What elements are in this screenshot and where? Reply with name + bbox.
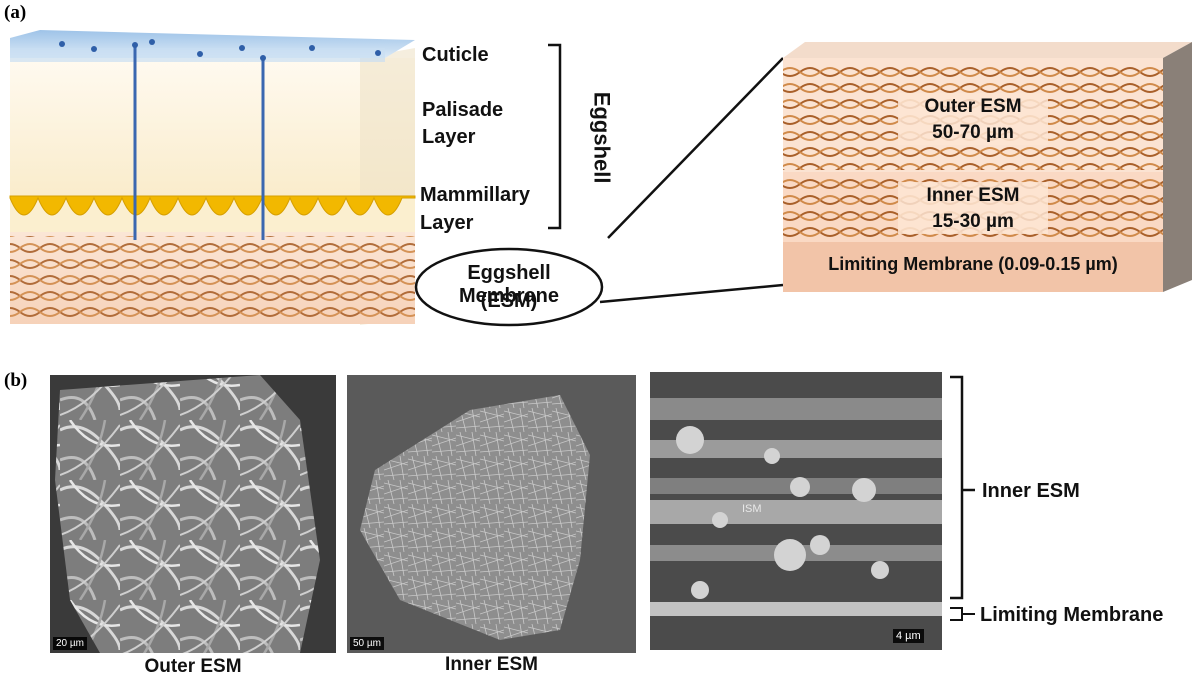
inner-esm-caption: Inner ESM	[445, 654, 538, 675]
mammillary-layer	[9, 195, 416, 236]
panel-b-tag: (b)	[4, 370, 28, 391]
esm-label-line1: Eggshell Membrane	[458, 262, 560, 307]
limiting-bracket	[950, 607, 963, 621]
palisade-layer	[10, 58, 415, 205]
inner-scale-bar: 50 µm	[350, 637, 384, 650]
palisade-label-line2: Layer	[422, 126, 476, 148]
zoom-side-face	[1163, 42, 1192, 292]
eggshell-block	[9, 30, 416, 325]
bracket-inner-esm-label: Inner ESM	[982, 480, 1080, 502]
mammillary-label-line2: Layer	[420, 212, 474, 234]
esm-zoom-block	[783, 42, 1192, 292]
inner-esm-thickness: 15-30 µm	[932, 211, 1014, 232]
esm-ellipse	[414, 247, 604, 327]
esm-label-line2: (ESM)	[480, 290, 538, 312]
cuticle-dots	[59, 39, 381, 61]
zoom-line-bottom	[599, 283, 784, 304]
zoom-line-top	[607, 57, 784, 239]
outer-esm-label: Outer ESM	[924, 96, 1022, 117]
membrane-fibers	[10, 236, 415, 320]
sem-inner-image	[347, 375, 636, 653]
bracket-limiting-label: Limiting Membrane	[980, 604, 1164, 626]
outer-esm-caption: Outer ESM	[144, 656, 242, 677]
panel-a-tag: (a)	[4, 2, 27, 23]
inner-esm-label: Inner ESM	[926, 185, 1020, 206]
limiting-membrane-label: Limiting Membrane (0.09-0.15 µm)	[828, 254, 1118, 274]
mammillary-label-line1: Mammillary	[420, 184, 531, 206]
inner-label-bg	[898, 182, 1048, 234]
eggshell-label: Eggshell	[589, 91, 615, 184]
eggshell-brace	[548, 43, 562, 230]
cross-scale-bar: 4 µm	[893, 629, 924, 643]
outer-esm-thickness: 50-70 µm	[932, 122, 1014, 143]
sem-cross-section-image	[650, 372, 942, 650]
outer-scale-bar: 20 µm	[53, 637, 87, 650]
limiting-membrane-region	[783, 242, 1163, 292]
inner-esm-bracket	[950, 375, 964, 600]
palisade-label-line1: Palisade	[422, 99, 504, 121]
outer-label-bg	[898, 93, 1048, 145]
ism-text: ISM	[742, 503, 762, 515]
zoom-top-face	[783, 42, 1192, 58]
cuticle-label: Cuticle	[422, 44, 489, 66]
sem-outer-image	[50, 375, 336, 653]
